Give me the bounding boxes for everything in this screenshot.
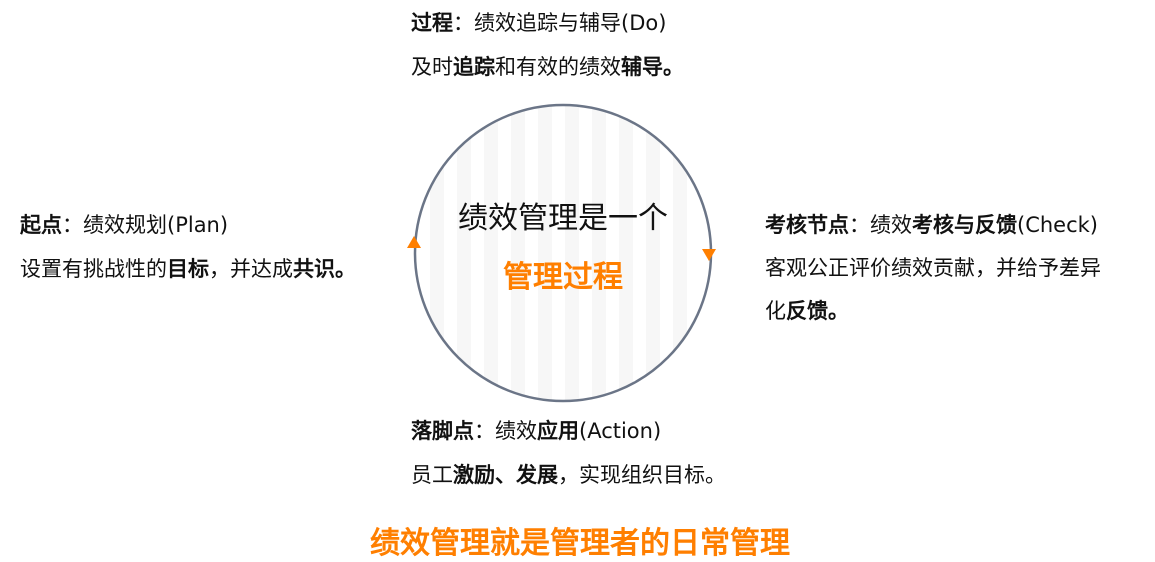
stage-action: 落脚点：绩效应用(Action) 员工激励、发展，实现组织目标。 (411, 409, 726, 497)
circle-stripes (430, 106, 687, 400)
stage-do: 过程：绩效追踪与辅导(Do) 及时追踪和有效的绩效辅导。 (411, 1, 684, 89)
stage-title-bold: 考核与反馈 (912, 213, 1017, 237)
stage-title: ：绩效 (474, 419, 537, 443)
stage-title: (Check) (1017, 213, 1098, 237)
desc-text: 员工 (411, 463, 453, 487)
stage-label: 过程 (411, 11, 453, 35)
stage-title: ：绩效 (849, 213, 912, 237)
desc-text: 客观公正评价绩效贡献，并给予差异 (765, 256, 1101, 280)
desc-text: 和有效的绩效 (495, 55, 621, 79)
footer-slogan: 绩效管理就是管理者的日常管理 (370, 526, 790, 561)
stage-title: ：绩效规划(Plan) (62, 213, 229, 237)
stage-label: 落脚点 (411, 419, 474, 443)
center-title: 绩效管理是一个 (458, 201, 668, 236)
stage-title: ：绩效追踪与辅导(Do) (453, 11, 667, 35)
desc-text: ，实现组织目标。 (558, 463, 726, 487)
stage-plan: 起点：绩效规划(Plan) 设置有挑战性的目标，并达成共识。 (20, 203, 356, 291)
desc-bold: 共识。 (293, 257, 356, 281)
desc-text: 设置有挑战性的 (20, 257, 167, 281)
desc-text: ，并达成 (209, 257, 293, 281)
stage-title-bold: 应用 (537, 419, 579, 443)
arrow-down-icon (702, 249, 716, 261)
stage-label: 起点 (20, 213, 62, 237)
stage-title: (Action) (579, 419, 662, 443)
desc-text: 化 (765, 299, 786, 323)
desc-bold: 辅导。 (621, 55, 684, 79)
desc-bold: 目标 (167, 257, 209, 281)
desc-bold: 反馈。 (786, 299, 849, 323)
stage-check: 考核节点：绩效考核与反馈(Check) 客观公正评价绩效贡献，并给予差异 化反馈… (765, 204, 1101, 333)
arrow-up-icon (407, 236, 421, 248)
center-highlight: 管理过程 (503, 260, 623, 295)
desc-text: 及时 (411, 55, 453, 79)
desc-bold: 激励、发展 (453, 463, 558, 487)
stage-label: 考核节点 (765, 213, 849, 237)
desc-bold: 追踪 (453, 55, 495, 79)
